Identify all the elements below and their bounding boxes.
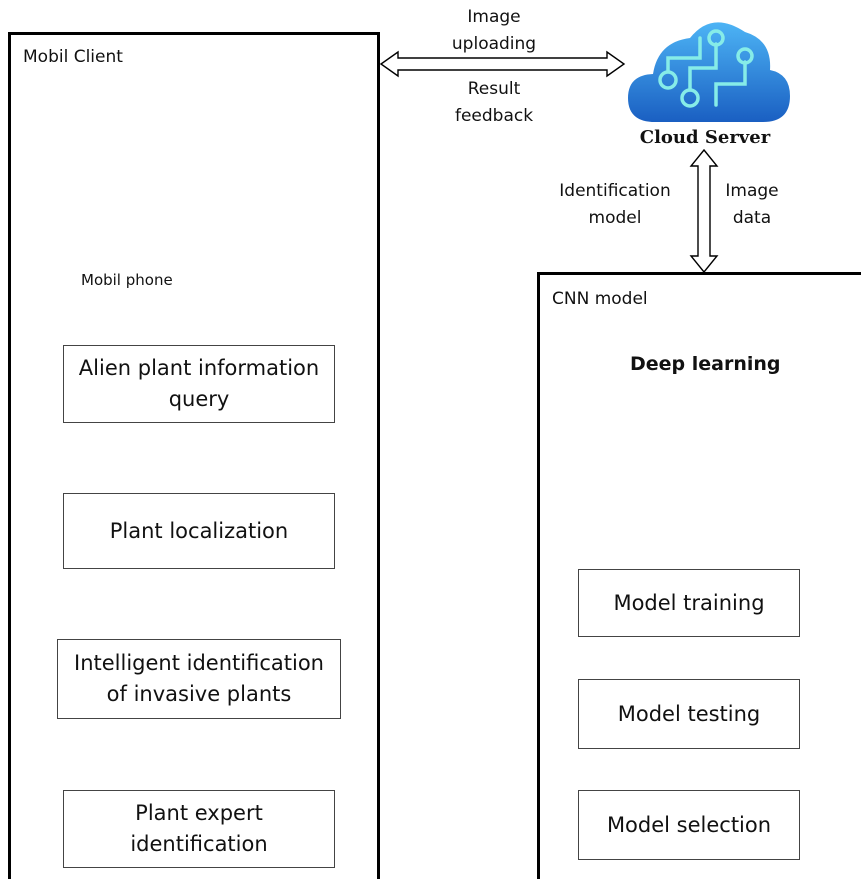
mobil-client-panel: Mobil Client Mobil phone Alien plant inf… (8, 32, 380, 879)
alien-plant-query-box: Alien plant information query (63, 345, 335, 423)
label-line: uploading (451, 34, 537, 54)
box-line: query (168, 387, 230, 411)
box-line: Intelligent identification (74, 651, 324, 675)
plant-localization-box: Plant localization (63, 493, 335, 569)
image-uploading-label: Image uploading (440, 4, 548, 58)
cloud-server-icon (628, 22, 790, 122)
plant-expert-box: Plant expert identification (63, 790, 335, 868)
model-data-arrow (689, 148, 719, 274)
cnn-model-panel: CNN model Deep learning Model training M… (537, 272, 861, 879)
model-training-box: Model training (578, 569, 800, 637)
model-testing-box: Model testing (578, 679, 800, 749)
intelligent-identification-box: Intelligent identification of invasive p… (57, 639, 341, 719)
label-line: Result (467, 79, 521, 99)
label-line: model (588, 208, 642, 228)
upload-feedback-arrow (379, 50, 626, 78)
cloud-server-label: Cloud Server (639, 127, 771, 148)
identification-model-label: Identification model (548, 178, 682, 232)
label-line: Identification (559, 181, 671, 201)
cnn-model-title: CNN model (552, 289, 648, 309)
label-line: data (732, 208, 772, 228)
label-line: feedback (454, 106, 534, 126)
deep-learning-heading: Deep learning (630, 353, 781, 375)
phone-caption: Mobil phone (81, 271, 173, 289)
label-line: Image (725, 181, 779, 201)
label-line: Image (467, 7, 521, 27)
result-feedback-label: Result feedback (440, 76, 548, 130)
box-line: Plant localization (109, 518, 289, 543)
box-line: identification (130, 832, 268, 856)
box-line: of invasive plants (106, 682, 292, 706)
model-selection-box: Model selection (578, 790, 800, 860)
box-line: Plant expert (135, 801, 263, 825)
box-line: Alien plant information (78, 356, 320, 380)
mobil-client-title: Mobil Client (23, 47, 123, 67)
image-data-label: Image data (722, 178, 782, 232)
